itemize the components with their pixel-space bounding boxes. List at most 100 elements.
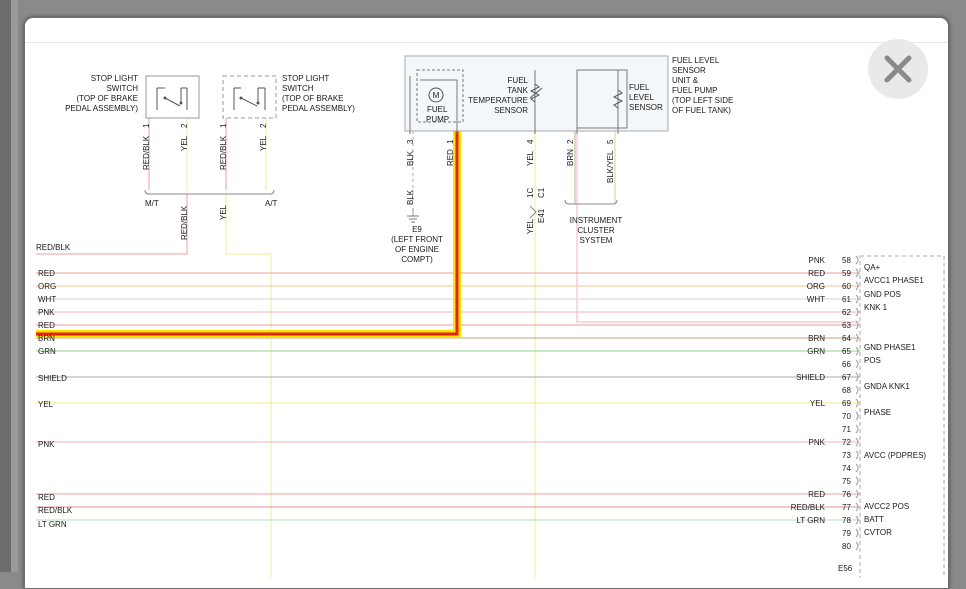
tank-temp-line4: SENSOR (494, 106, 528, 115)
left-redblk-label: RED/BLK (36, 243, 71, 252)
label-group: REDORGWHTPNKREDBRNGRNSHIELDYELPNKREDRED/… (38, 255, 926, 551)
ecm-pin-mark-75 (855, 476, 859, 486)
ecm-pin-mark-78 (855, 515, 859, 525)
ground-line1: E9 (412, 225, 422, 234)
ecm-pin-75: 75 (842, 477, 851, 486)
wire-blk-label: BLK (406, 150, 415, 166)
ecm-pin-58: 58 (842, 256, 851, 265)
ecm-pin-mark-60 (855, 281, 859, 291)
stop2-wire2: YEL (259, 135, 268, 151)
right-wire-label-72: PNK (809, 438, 826, 447)
ecm-pin-62: 62 (842, 308, 851, 317)
stop2-line4: PEDAL ASSEMBLY) (282, 104, 355, 113)
ecm-signal-2: GND POS (864, 290, 901, 299)
ecm-pin-80: 80 (842, 542, 851, 551)
wire-red-label: RED (446, 149, 455, 166)
fuel-unit-line1: FUEL LEVEL (672, 56, 720, 65)
left-wire-label-7: SHIELD (38, 374, 67, 383)
fuel-unit-line4: FUEL PUMP (672, 86, 718, 95)
pin-2: 2 (566, 139, 575, 144)
conn-e41: E41 (537, 208, 546, 223)
pin-3: 3 (406, 139, 415, 144)
ecm-pin-mark-65 (855, 346, 859, 356)
right-wire-label-76: RED (808, 490, 825, 499)
tank-temp-line2: TANK (507, 86, 528, 95)
stop2-line3: (TOP OF BRAKE (282, 94, 344, 103)
ecm-pin-71: 71 (842, 425, 851, 434)
wire-redblk-left (36, 194, 188, 255)
stop2-line2: SWITCH (282, 84, 314, 93)
ecm-signal-4: GND PHASE1 (864, 343, 916, 352)
ground-line3: OF ENGINE (395, 245, 439, 254)
ecm-pin-mark-64 (855, 333, 859, 343)
ecm-signal-10: BATT (864, 515, 884, 524)
ecm-pin-60: 60 (842, 282, 851, 291)
wire-yel-down (225, 194, 272, 578)
left-wire-label-3: PNK (38, 308, 55, 317)
ecm-connector-e56: E56 (838, 255, 945, 578)
ecm-pin-70: 70 (842, 412, 851, 421)
ecm-conn-label: E56 (838, 564, 853, 573)
ecm-pin-mark-79 (855, 528, 859, 538)
right-wire-label-78: LT GRN (796, 516, 825, 525)
left-wire-label-1: ORG (38, 282, 56, 291)
ecm-pin-mark-72 (855, 437, 859, 447)
right-wire-label-69: YEL (810, 399, 826, 408)
ecm-pin-mark-58 (855, 255, 859, 265)
ecm-pin-67: 67 (842, 373, 851, 382)
cluster-line3: SYSTEM (580, 236, 613, 245)
ground-line2: (LEFT FRONT (391, 235, 443, 244)
fuel-unit-line2: SENSOR (672, 66, 706, 75)
stop-light-switch-at: STOP LIGHT SWITCH (TOP OF BRAKE PEDAL AS… (219, 74, 355, 170)
fuel-pump-motor-icon: M (433, 91, 440, 100)
ecm-pin-mark-66 (855, 359, 859, 369)
ecm-pin-66: 66 (842, 360, 851, 369)
close-icon (884, 55, 912, 83)
ecm-pin-mark-67 (855, 372, 859, 382)
wire-group (36, 70, 860, 578)
ecm-signal-5: POS (864, 356, 881, 365)
left-wire-label-10: RED (38, 493, 55, 502)
fuel-pump-line1: FUEL (427, 105, 448, 114)
left-wire-label-4: RED (38, 321, 55, 330)
ecm-pin-mark-73 (855, 450, 859, 460)
ecm-signal-1: AVCC1 PHASE1 (864, 276, 924, 285)
yel-mid-label: YEL (219, 204, 228, 220)
close-button[interactable] (868, 39, 928, 99)
right-wire-label-61: WHT (807, 295, 825, 304)
stop1-pin2: 2 (180, 123, 189, 128)
ecm-pin-65: 65 (842, 347, 851, 356)
cluster-line1: INSTRUMENT (570, 216, 623, 225)
wiring-diagram: STOP LIGHT SWITCH (TOP OF BRAKE PEDAL AS… (36, 55, 945, 578)
ecm-signal-6: GNDA KNK1 (864, 382, 910, 391)
ecm-signal-11: CVTOR (864, 528, 892, 537)
stop1-wire1: RED/BLK (142, 135, 151, 170)
wire-brn-label: BRN (566, 149, 575, 166)
ecm-pin-mark-74 (855, 463, 859, 473)
instrument-cluster-ref: INSTRUMENT CLUSTER SYSTEM (564, 199, 623, 245)
ecm-pin-74: 74 (842, 464, 851, 473)
ecm-signal-9: AVCC2 POS (864, 502, 909, 511)
stop2-pin1: 1 (219, 123, 228, 128)
wire-pnk-level (576, 70, 860, 323)
highlight-wire-inner (36, 131, 459, 336)
modal-header (25, 18, 948, 43)
fuel-unit-line5: (TOP LEFT SIDE (672, 96, 733, 105)
ecm-pin-73: 73 (842, 451, 851, 460)
right-wire-label-60: ORG (807, 282, 825, 291)
right-wire-label-59: RED (808, 269, 825, 278)
left-wire-label-2: WHT (38, 295, 56, 304)
fuel-unit-line3: UNIT & (672, 76, 699, 85)
ecm-pin-61: 61 (842, 295, 851, 304)
stop1-line1: STOP LIGHT (91, 74, 138, 83)
ecm-pin-mark-80 (855, 541, 859, 551)
stop1-line2: SWITCH (106, 84, 138, 93)
ecm-pin-mark-61 (855, 294, 859, 304)
level-sensor-line1: FUEL (629, 83, 650, 92)
ecm-pin-mark-71 (855, 424, 859, 434)
pin-1: 1 (446, 139, 455, 144)
background-panel-edge-inner (11, 0, 18, 572)
ecm-pin-mark-76 (855, 489, 859, 499)
left-wire-label-5: BRN (38, 334, 55, 343)
level-sensor-line2: LEVEL (629, 93, 654, 102)
